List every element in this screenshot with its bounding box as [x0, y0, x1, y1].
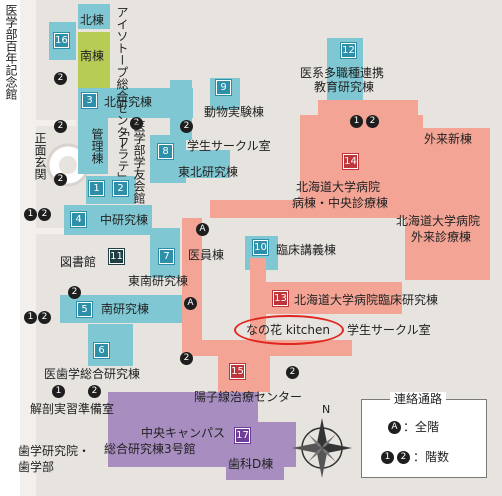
marker-floor-2: 2: [38, 311, 51, 324]
label-south-research: 南研究棟: [101, 302, 150, 316]
corridor-vertical: [182, 218, 202, 348]
label-radiation-center: 陽子線治療センター: [194, 390, 303, 404]
label-hospital-clinical-research: 北海道大学病院臨床研究棟: [294, 293, 439, 307]
marker-floor-1: 1: [52, 385, 65, 398]
badge-12: 12: [340, 42, 357, 59]
marker-floor-2: 2: [180, 352, 193, 365]
marker-floor-2: 2: [54, 173, 67, 186]
label-multi-disciplinary: 医系多職種連携 教育研究棟: [300, 66, 384, 94]
label-east-south-research: 東南研究棟: [128, 274, 189, 288]
marker-floor-2: 2: [68, 286, 81, 299]
legend-title: 連絡通路: [390, 392, 447, 406]
label-east-north-research: 東北研究棟: [178, 165, 239, 179]
admin-shape: [78, 118, 108, 174]
label-outpatient-1: 北海道大学病院: [396, 214, 481, 228]
label-clinical-lecture: 臨床講義棟: [276, 243, 337, 257]
marker-floor-2: 2: [180, 120, 193, 133]
dental-d-shape: [226, 458, 284, 480]
kitchen-highlight-ring: [234, 315, 344, 345]
badge-14: 14: [342, 153, 359, 170]
left-street: [0, 0, 20, 496]
marker-floor-2: 2: [130, 117, 143, 130]
label-multi-disciplinary-line2: 教育研究棟: [314, 80, 375, 94]
label-integrated-research: 医歯学総合研究棟: [44, 367, 141, 381]
badge-1: 1: [88, 180, 105, 197]
legend-floor-1-marker: 1: [381, 451, 394, 464]
label-outpatient-new: 外来新棟: [424, 132, 473, 146]
label-outpatient-2: 外来診療棟: [411, 230, 472, 244]
badge-10: 10: [252, 239, 269, 256]
marker-floor-1: 1: [24, 208, 37, 221]
roundabout-center: [59, 156, 77, 174]
marker-floor-2: 2: [38, 208, 51, 221]
label-dental-research-2: 歯学部: [18, 460, 55, 474]
marker-floor-1: 1: [350, 115, 363, 128]
label-north-wing: 北棟: [80, 13, 105, 27]
label-hospital-wards-2: 病棟・中央診療棟: [292, 196, 389, 210]
hospital-wards-top: [318, 100, 418, 118]
marker-all-floors: A: [196, 223, 209, 236]
west-road: [20, 0, 36, 496]
legend-floor-text: ：階数: [413, 450, 450, 464]
label-medical-museum: 医学部百年記念館: [4, 4, 18, 100]
central-campus-top: [108, 392, 258, 422]
marker-floor-2: 2: [286, 366, 299, 379]
label-library: 図書館: [60, 255, 97, 269]
marker-floor-2: 2: [88, 385, 101, 398]
label-dental-d: 歯科D棟: [228, 457, 274, 471]
label-animal-lab: 動物実験棟: [204, 105, 265, 119]
outpatient-shape: [405, 128, 490, 280]
label-frate: 「フラテ」: [116, 124, 130, 184]
label-central-campus-2: 総合研究棟3号館: [104, 442, 196, 456]
label-main-gate: 正面玄関: [33, 132, 47, 180]
label-doctors-hall: 医員棟: [188, 248, 225, 262]
badge-7: 7: [158, 248, 175, 265]
label-anatomy-prep: 解剖実習準備室: [30, 402, 115, 416]
badge-5: 5: [76, 301, 93, 318]
badge-6: 6: [93, 342, 110, 359]
label-central-campus-1: 中央キャンパス: [141, 426, 226, 440]
label-student-circle-lower: 学生サークル室: [347, 323, 431, 337]
label-dental-research-1: 歯学研究院・: [18, 444, 91, 458]
compass-north-label: N: [322, 403, 331, 416]
label-hospital-wards-1: 北海道大学病院: [296, 180, 381, 194]
marker-floor-2: 2: [366, 115, 379, 128]
badge-13: 13: [272, 290, 289, 307]
legend-floor-2-marker: 2: [397, 451, 410, 464]
south-wing-shape: [78, 32, 110, 92]
label-admin: 管理棟: [90, 128, 104, 164]
path: [36, 228, 76, 234]
hospital-link-shape: [210, 200, 410, 218]
label-multi-disciplinary-line1: 医系多職種連携: [300, 66, 385, 80]
marker-all-floors: A: [184, 297, 197, 310]
label-isotope-center: アイソトープ総合センター: [115, 6, 129, 150]
label-north-research: 北研究棟: [104, 95, 153, 109]
legend-all-floors-text: ：全階: [403, 420, 440, 434]
marker-floor-2: 2: [54, 120, 67, 133]
badge-8: 8: [157, 143, 174, 160]
badge-4: 4: [70, 211, 87, 228]
marker-floor-2: 2: [54, 72, 67, 85]
marker-floor-1: 1: [24, 311, 37, 324]
badge-17: 17: [234, 427, 251, 444]
label-south-wing: 南棟: [80, 49, 105, 63]
badge-3: 3: [81, 92, 98, 109]
label-student-circle-upper: 学生サークル室: [187, 139, 271, 153]
east-north-ext-shape: [185, 150, 230, 178]
label-central-research: 中研究棟: [100, 213, 149, 227]
hospital-wards-shape: [300, 115, 423, 215]
badge-9: 9: [215, 79, 232, 96]
badge-11: 11: [108, 248, 125, 265]
badge-16: 16: [53, 32, 70, 49]
label-alumni-hall: 医学部学友会館: [132, 120, 146, 204]
north-wing-shape: [78, 4, 110, 29]
badge-15: 15: [229, 363, 246, 380]
legend-box: [361, 399, 487, 478]
legend-all-floors-marker: A: [388, 421, 401, 434]
badge-2: 2: [112, 180, 129, 197]
